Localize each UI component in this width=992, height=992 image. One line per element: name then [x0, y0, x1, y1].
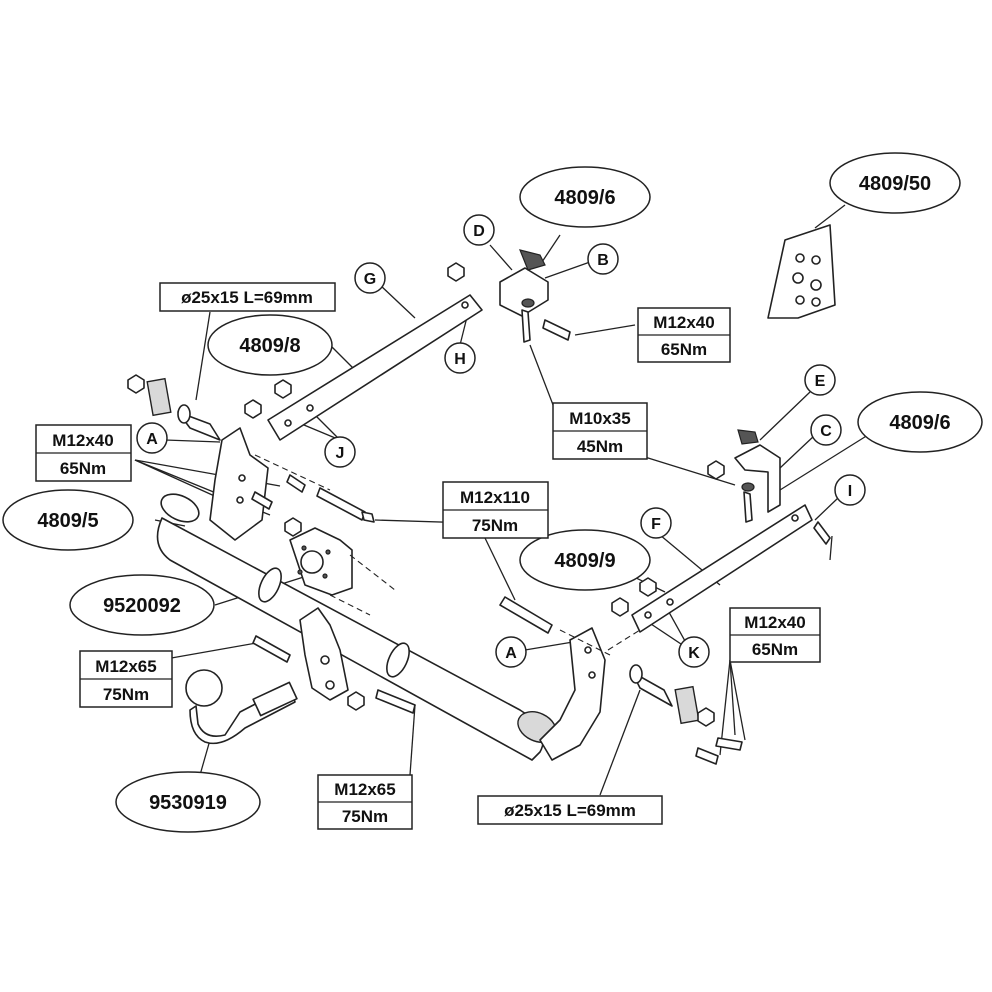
right-mount-bracket [734, 429, 781, 523]
spacer-left [146, 377, 221, 441]
svg-text:M12x65: M12x65 [334, 780, 395, 799]
part-label-4809-50: 4809/50 [829, 152, 961, 214]
letter-e: E [804, 364, 836, 396]
spec-spacer-top: ø25x15 L=69mm [159, 282, 336, 312]
svg-text:F: F [651, 516, 661, 533]
fasteners [127, 262, 831, 765]
letter-h: H [444, 342, 476, 374]
spec-m10x35: M10x35 45Nm [552, 402, 648, 460]
letter-f: F [640, 507, 672, 539]
spec-m12x65-bottom: M12x65 75Nm [317, 774, 413, 830]
right-strap-f [631, 504, 813, 633]
part-number-text: 9530919 [149, 792, 227, 814]
part-label-4809-6-right: 4809/6 [857, 391, 983, 453]
spec-m12x40-right: M12x40 65Nm [729, 607, 821, 663]
part-label-9530919: 9530919 [115, 771, 261, 833]
spacer-right [629, 664, 700, 725]
svg-text:M10x35: M10x35 [569, 409, 630, 428]
left-strap-g [267, 294, 483, 441]
svg-text:B: B [597, 252, 609, 269]
part-label-4809-8: 4809/8 [207, 314, 333, 376]
part-number-text: 9520092 [103, 595, 181, 617]
spec-m12x40-left: M12x40 65Nm [35, 424, 132, 482]
svg-text:A: A [505, 645, 517, 662]
letter-k: K [678, 636, 710, 668]
spec-spacer-bottom: ø25x15 L=69mm [477, 795, 663, 825]
letter-c: C [810, 414, 842, 446]
letter-b: B [587, 243, 619, 275]
svg-text:D: D [473, 223, 485, 240]
svg-text:M12x40: M12x40 [52, 431, 113, 450]
letter-j: J [324, 436, 356, 468]
svg-text:65Nm: 65Nm [60, 459, 106, 478]
part-label-4809-6-top: 4809/6 [519, 166, 651, 228]
svg-text:ø25x15 L=69mm: ø25x15 L=69mm [181, 288, 313, 307]
svg-text:E: E [815, 373, 826, 390]
svg-text:J: J [336, 445, 345, 462]
letter-i: I [834, 474, 866, 506]
part-number-text: 4809/9 [554, 550, 615, 572]
part-label-4809-9: 4809/9 [519, 529, 651, 591]
part-label-9520092: 9520092 [69, 574, 215, 636]
letter-a-right: A [495, 636, 527, 668]
svg-text:I: I [848, 483, 852, 500]
svg-text:K: K [688, 645, 700, 662]
letter-d: D [463, 214, 495, 246]
svg-text:M12x40: M12x40 [653, 313, 714, 332]
svg-text:C: C [820, 423, 832, 440]
svg-text:H: H [454, 351, 466, 368]
main-crossbar [156, 493, 557, 761]
spec-m12x110: M12x110 75Nm [442, 481, 549, 539]
svg-text:M12x40: M12x40 [744, 613, 805, 632]
svg-text:45Nm: 45Nm [577, 437, 623, 456]
accessory-kit [767, 224, 836, 319]
part-number-text: 4809/6 [554, 187, 615, 209]
letter-g: G [354, 262, 386, 294]
top-mount-bracket [499, 249, 571, 343]
svg-text:75Nm: 75Nm [472, 516, 518, 535]
tow-ball [185, 669, 298, 745]
svg-text:75Nm: 75Nm [342, 807, 388, 826]
svg-text:M12x65: M12x65 [95, 657, 156, 676]
socket-plate [289, 527, 396, 616]
part-number-text: 4809/8 [239, 335, 300, 357]
svg-text:65Nm: 65Nm [661, 340, 707, 359]
svg-text:75Nm: 75Nm [103, 685, 149, 704]
spec-m12x65-left: M12x65 75Nm [79, 650, 173, 708]
left-side-bracket [209, 427, 269, 541]
ball-mount-bracket [299, 607, 349, 701]
part-label-4809-5: 4809/5 [2, 489, 134, 551]
part-number-text: 4809/5 [37, 510, 98, 532]
svg-text:65Nm: 65Nm [752, 640, 798, 659]
svg-text:M12x110: M12x110 [460, 488, 530, 507]
part-number-text: 4809/6 [889, 412, 950, 434]
part-number-text: 4809/50 [859, 173, 931, 195]
svg-text:A: A [146, 431, 158, 448]
right-side-bracket [539, 627, 606, 761]
svg-text:ø25x15 L=69mm: ø25x15 L=69mm [504, 801, 636, 820]
svg-text:G: G [364, 271, 376, 288]
letter-a-left: A [136, 422, 168, 454]
spec-m12x40-top: M12x40 65Nm [637, 307, 731, 363]
